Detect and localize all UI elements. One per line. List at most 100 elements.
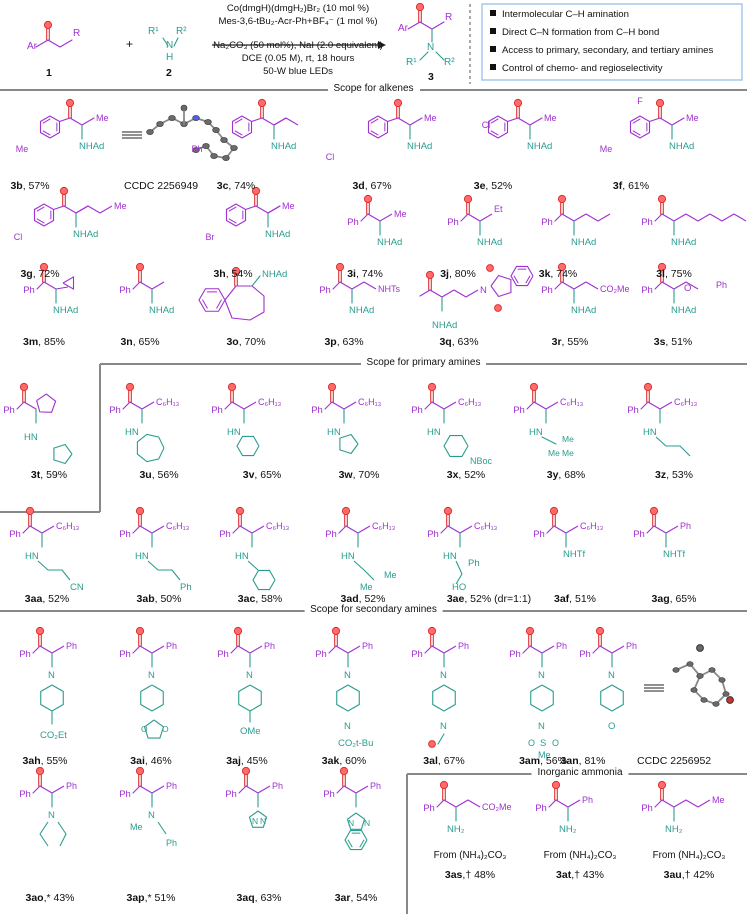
compound-label: 3aa, 52%: [24, 593, 70, 605]
crystal-atom: [700, 697, 708, 703]
alpha-bond: [69, 117, 83, 126]
amine-label: NHAd: [571, 305, 596, 316]
amine-label: NHAd: [669, 141, 694, 152]
condition-line: 50-W blue LEDs: [263, 66, 333, 77]
compound-label: 3ae, 52% (dr=1:1): [446, 593, 532, 605]
compound-label: 3t, 59%: [30, 469, 68, 481]
compound-label: 3r, 55%: [551, 336, 589, 348]
amine-ring: [432, 684, 456, 712]
condition-line: Mes-3,6-tBu₂-Acr-Ph+BF₄⁻ (1 mol %): [218, 16, 378, 27]
ring-double-bond: [359, 839, 365, 848]
alkyl-label: Me: [96, 113, 109, 123]
aryl-bond: [424, 645, 433, 654]
alkyl-chain: [347, 645, 361, 654]
aryl-bond: [436, 799, 445, 808]
bond: [162, 37, 169, 47]
benzo-ring: [344, 829, 368, 851]
alkyl-label: C₆H₁₃: [560, 397, 584, 407]
ketone-oxygen: [65, 98, 75, 108]
alkyl-chain: [343, 401, 357, 410]
crystal-atom: [708, 667, 716, 673]
alpha-bond: [661, 799, 675, 808]
amine-label: HN: [341, 551, 355, 562]
aryl-bond: [22, 525, 31, 534]
alkyl-label: C₆H₁₃: [458, 397, 482, 407]
alkyl-label: Me: [686, 113, 699, 123]
alpha-bond: [29, 525, 43, 534]
alkyl-chain: [273, 117, 299, 126]
amine-label: NHAd: [79, 141, 104, 152]
n: N: [252, 816, 258, 826]
alpha-bond: [599, 645, 613, 654]
bond: [173, 37, 179, 47]
alkyl-chain: [479, 213, 493, 222]
oxygen-atom: [486, 264, 494, 272]
alkyl-label: Et: [494, 204, 503, 214]
alkyl-chain: [611, 645, 625, 654]
alkyl-label: Ph: [166, 781, 177, 791]
crystal-atom: [696, 673, 704, 679]
amine-n: N: [538, 670, 545, 681]
o: O: [552, 738, 559, 748]
alpha-bond: [529, 645, 543, 654]
ketone-oxygen: [463, 194, 473, 204]
sulfur-label: S: [540, 738, 546, 749]
aryl-bond: [640, 401, 649, 410]
amine-n: N: [440, 721, 447, 732]
compound-label: 3p, 63%: [324, 336, 364, 348]
phenyl-label: Ph: [641, 285, 653, 296]
alpha-bond: [339, 281, 353, 290]
aryl-bond: [132, 645, 141, 654]
alkyl-chain: [565, 525, 579, 534]
compound-1-label: 1: [46, 67, 52, 79]
compound-label: 3af, 51%: [553, 593, 597, 605]
alkyl-chain: [243, 401, 257, 410]
alpha-bond: [139, 281, 153, 290]
ketone-oxygen: [231, 266, 241, 276]
amine-n: N: [344, 721, 351, 732]
aryl-bond: [440, 525, 449, 534]
crystal-atom: [146, 129, 154, 135]
ring-double-bond: [202, 299, 208, 309]
alkyl-label: C₆H₁₃: [580, 521, 604, 531]
reactant-oxygen: [43, 20, 53, 30]
r2-label: R²: [444, 57, 455, 68]
amine-ring: [140, 684, 164, 712]
amine-label: NHAd: [262, 269, 287, 280]
phenyl-label: Ph: [217, 649, 229, 660]
n: N: [364, 818, 370, 828]
alkyl-label: C₆H₁₃: [166, 521, 190, 531]
aryl-bond: [424, 401, 433, 410]
ketone-oxygen: [327, 382, 337, 392]
alpha-bond: [237, 645, 251, 654]
cyclohexyl-ring: [236, 435, 260, 457]
ring-double-bond: [234, 130, 243, 136]
ketone-oxygen: [233, 626, 243, 636]
compound-label: 3n, 65%: [120, 336, 160, 348]
cycloheptanone-ring: [224, 285, 265, 321]
ketone-oxygen: [235, 506, 245, 516]
ketone-oxygen: [657, 194, 667, 204]
alpha-bond: [63, 205, 77, 214]
aryl-ring: [33, 203, 55, 227]
compound-label: 3am, 56%: [519, 755, 567, 767]
crystal-atom: [156, 121, 164, 127]
amine-label: NHAd: [527, 141, 552, 152]
compound-label: 3h, 54%: [213, 268, 253, 280]
phenyl-label: Ph: [641, 803, 653, 814]
phenyl-label: Ph: [411, 405, 423, 416]
ketone-oxygen: [393, 98, 403, 108]
alkyl-chain: [443, 401, 457, 410]
ketone-oxygen: [643, 382, 653, 392]
ketone-oxygen: [529, 382, 539, 392]
alkyl-label: Ph: [66, 641, 77, 651]
alkyl-chain: [267, 205, 281, 214]
amine-label: HN: [427, 427, 441, 438]
condition-line: DCE (0.05 M), rt, 18 hours: [241, 53, 355, 64]
aryl-bond: [654, 799, 663, 808]
crystal-atom: [696, 644, 704, 652]
amine-label: NH₂: [447, 824, 465, 835]
crystal-atom: [672, 667, 680, 673]
r2-label: R²: [176, 26, 187, 37]
n-label: N: [166, 40, 174, 51]
